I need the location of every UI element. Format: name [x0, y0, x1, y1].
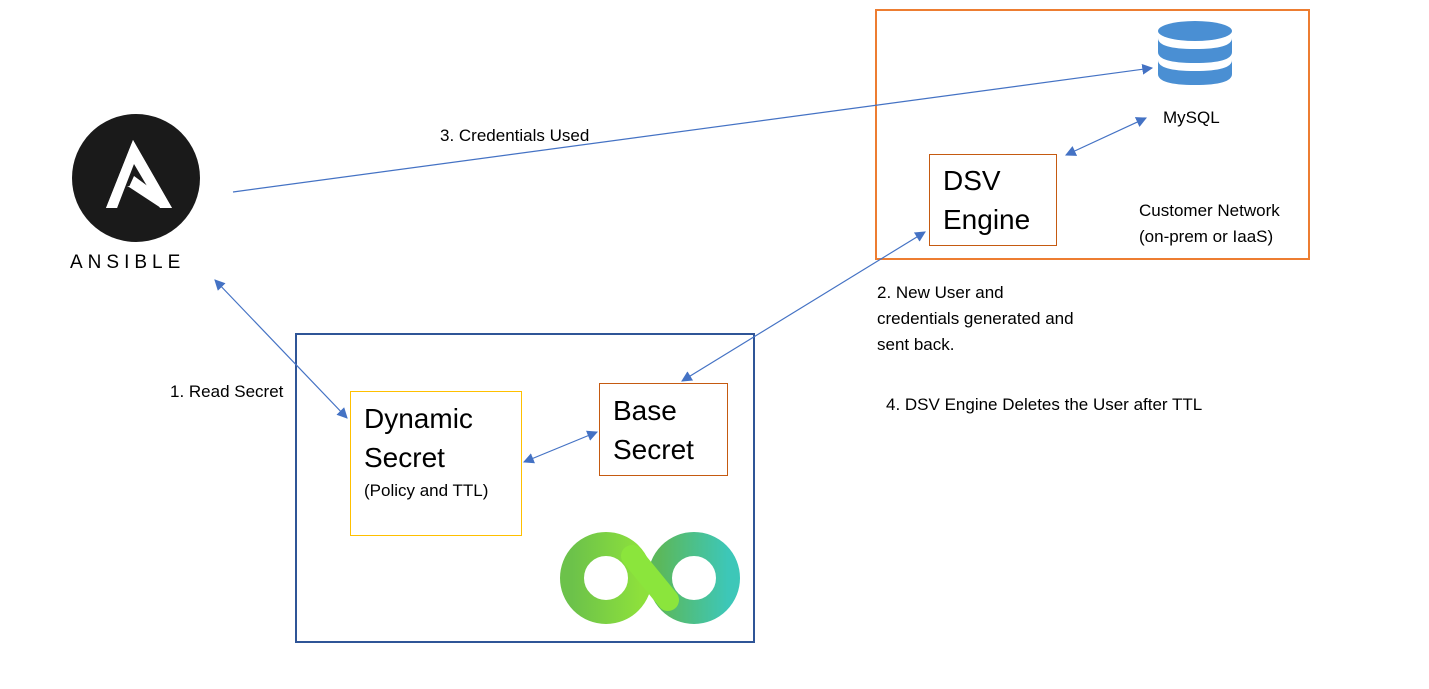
ansible-logo-text: ANSIBLE [70, 252, 186, 273]
step2-label-line2: credentials generated and [877, 309, 1074, 328]
ansible-logo-icon [72, 114, 200, 242]
dynamic-secret-sub: (Policy and TTL) [364, 481, 489, 500]
base-secret-line1: Base [613, 395, 677, 426]
arrow-credentials-used [232, 63, 1154, 193]
step4-label: 4. DSV Engine Deletes the User after TTL [886, 395, 1203, 414]
customer-network-container [875, 9, 1310, 260]
base-secret-box: Base Secret [599, 383, 728, 476]
arrow-dynamic-base [523, 430, 598, 464]
base-secret-line2: Secret [613, 434, 694, 465]
dsv-engine-line1: DSV [943, 165, 1001, 196]
dsv-platform-container [295, 333, 755, 643]
step3-label: 3. Credentials Used [440, 126, 590, 145]
customer-network-label-line2: (on-prem or IaaS) [1139, 227, 1274, 246]
customer-network-label-line1: Customer Network [1139, 201, 1280, 220]
arrow-dsv-engine-mysql [1065, 117, 1147, 156]
arrow-base-dsv-engine [681, 231, 926, 382]
database-icon [1158, 21, 1232, 85]
dynamic-secret-line2: Secret [364, 442, 445, 473]
mysql-label: MySQL [1163, 108, 1220, 127]
dynamic-secret-box: Dynamic Secret (Policy and TTL) [350, 391, 522, 536]
dsv-engine-box: DSV Engine [929, 154, 1057, 246]
arrow-read-secret [214, 279, 348, 419]
dsv-engine-line2: Engine [943, 204, 1031, 235]
dynamic-secret-line1: Dynamic [364, 403, 473, 434]
infinity-logo-icon [560, 532, 740, 624]
